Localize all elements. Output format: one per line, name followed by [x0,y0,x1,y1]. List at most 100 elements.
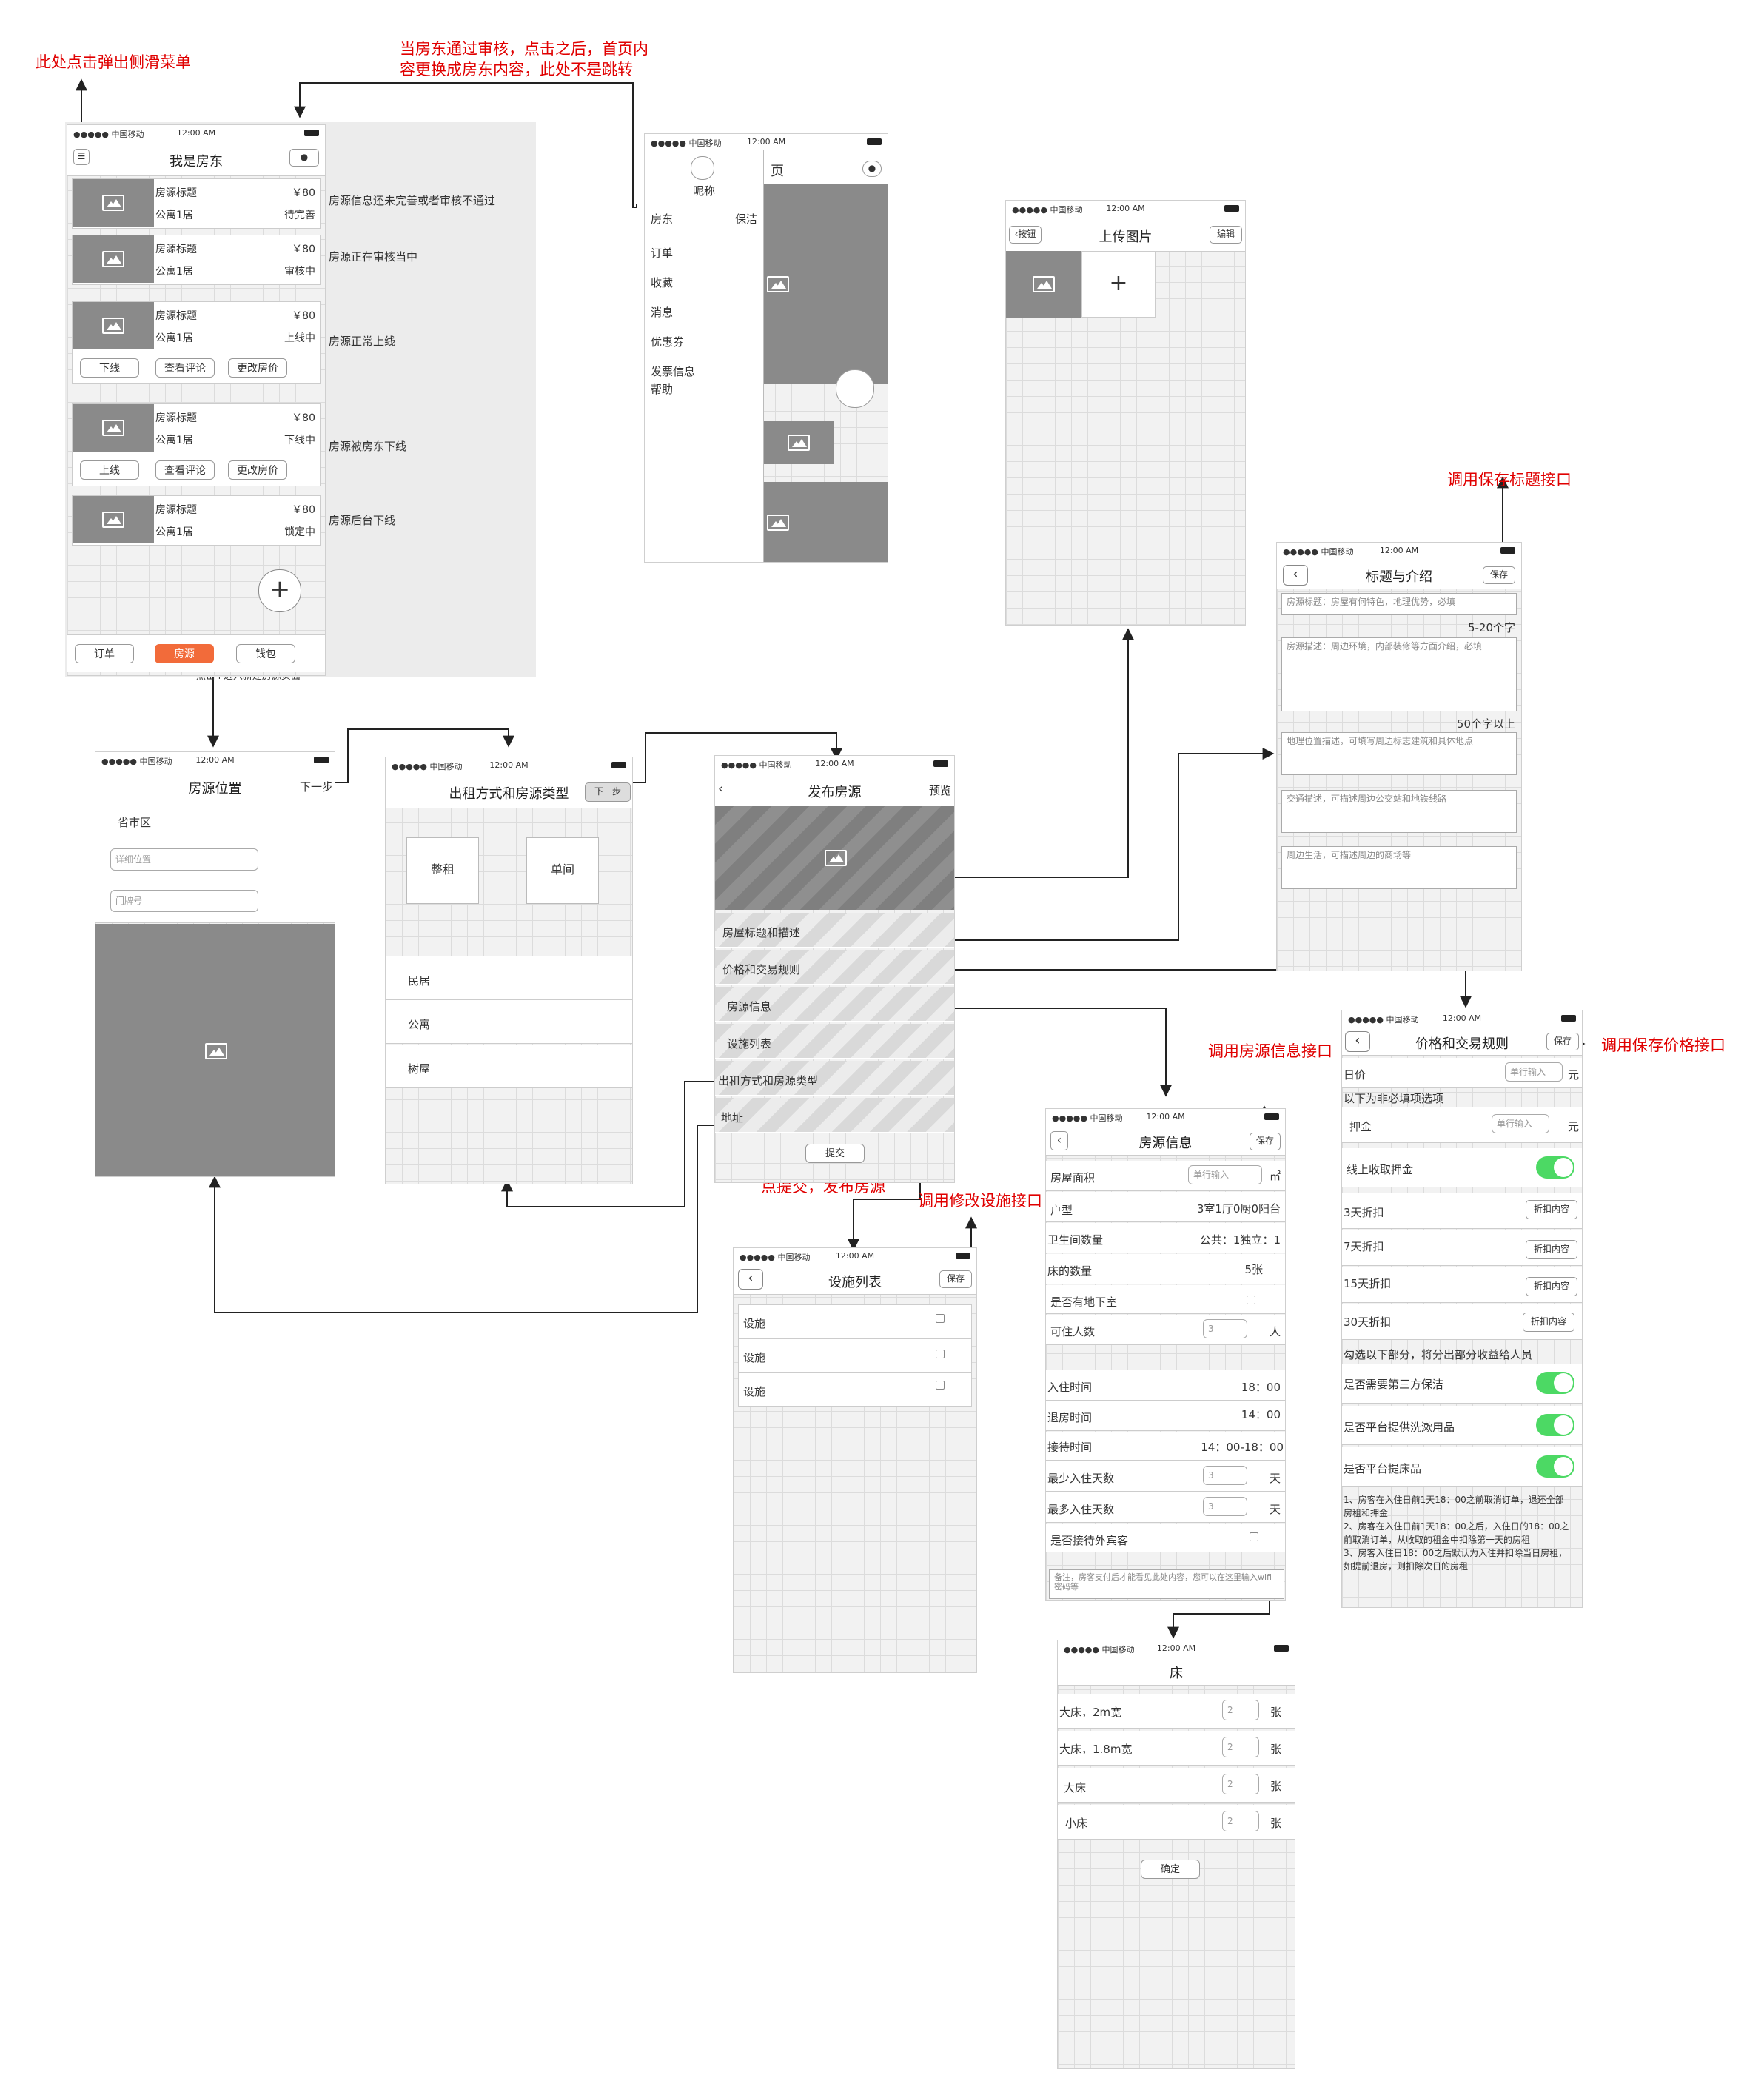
reviews-button[interactable]: 查看评论 [155,358,215,378]
rule-line: 3、房客入住日18：00之后默认为入住并扣除当日房租， [1344,1548,1568,1558]
tab-houses[interactable]: 房源 [155,644,214,663]
single-room-option[interactable]: 单间 [526,837,599,904]
title-input[interactable]: 房源标题：房屋有何特色，地理优势，必填 [1281,593,1517,615]
online-deposit-toggle[interactable] [1536,1156,1574,1179]
menu-landlord[interactable]: 房东 [651,212,674,226]
message-icon[interactable]: ● [289,149,319,167]
third-clean-toggle[interactable] [1536,1372,1574,1394]
platform-bed-toggle[interactable] [1536,1455,1574,1478]
menu-item-messages[interactable]: 消息 [651,306,674,319]
online-button[interactable]: 上线 [80,460,139,480]
layout-row[interactable]: 户型 3室1厅0厨0阳台 [1046,1192,1285,1222]
preview-button[interactable]: 预览 [928,784,951,797]
type-row[interactable]: 公寓 [386,1000,632,1044]
list-item[interactable]: 房源标题 ￥80 公寓1居 上线中 下线 查看评论 更改房价 [72,301,321,384]
tab-wallet[interactable]: 钱包 [236,644,295,663]
type-row[interactable]: 民居 [386,956,632,1000]
back-button[interactable]: ‹ [1050,1131,1068,1150]
menu-item-invoice[interactable]: 发票信息 [651,365,696,378]
menu-item-orders[interactable]: 订单 [651,247,674,260]
status-time: 12:00 AM [1146,1112,1185,1122]
traffic-input[interactable]: 交通描述，可描述周边公交站和地铁线路 [1281,790,1517,833]
change-price-button[interactable]: 更改房价 [228,460,287,480]
back-button[interactable]: ‹ [1345,1031,1370,1052]
facility-checkbox[interactable] [936,1381,945,1390]
menu-item-favorites[interactable]: 收藏 [651,276,674,289]
discount-button[interactable]: 折扣内容 [1526,1240,1577,1259]
edit-button[interactable]: 编辑 [1210,226,1242,244]
confirm-button[interactable]: 确定 [1141,1860,1200,1879]
discount-button[interactable]: 折扣内容 [1526,1277,1577,1296]
back-button[interactable]: ‹按钮 [1009,226,1042,244]
submit-button[interactable]: 提交 [805,1144,865,1163]
menu-item-help[interactable]: 帮助 [651,383,674,396]
publish-item-facility[interactable]: 设施列表 [715,1024,954,1059]
description-input[interactable]: 房源描述：周边环境，内部装修等方面介绍，必填 [1281,637,1517,711]
cover-image[interactable] [715,806,954,910]
menu-cleaning[interactable]: 保洁 [734,212,757,226]
bed-qty-input[interactable]: 2 [1222,1811,1259,1831]
bath-row[interactable]: 卫生间数量 公共：1独立：1 [1046,1223,1285,1253]
menu-icon[interactable]: ☰ [73,149,90,165]
list-item[interactable]: 房源标题 ￥80 公寓1居 待完善 [72,178,321,229]
bed-qty-input[interactable]: 2 [1222,1737,1259,1757]
type-row[interactable]: 树屋 [386,1045,632,1088]
save-button[interactable]: 保存 [1250,1133,1281,1150]
tab-orders[interactable]: 订单 [75,644,134,663]
publish-item-type[interactable]: 出租方式和房源类型 [715,1061,954,1096]
day-price-input[interactable]: 单行输入 [1505,1062,1563,1082]
item-name: 房源标题 [155,187,197,199]
back-icon[interactable]: ‹ [718,781,724,797]
facility-checkbox[interactable] [936,1314,945,1323]
discount-button[interactable]: 折扣内容 [1523,1313,1574,1332]
publish-item-info[interactable]: 房源信息 [715,987,954,1022]
publish-item-address[interactable]: 地址 [715,1098,954,1133]
list-item[interactable]: 房源标题 ￥80 公寓1居 锁定中 [72,495,321,546]
add-image-button[interactable]: + [1081,251,1156,318]
publish-item-price[interactable]: 价格和交易规则 [715,950,954,985]
whole-rent-option[interactable]: 整租 [406,837,479,904]
deposit-input[interactable]: 单行输入 [1492,1114,1549,1133]
life-input[interactable]: 周边生活，可描述周边的商场等 [1281,846,1517,889]
guests-input[interactable]: 3 [1203,1319,1247,1338]
facility-checkbox[interactable] [936,1350,945,1358]
max-days-input[interactable]: 3 [1203,1497,1247,1516]
reviews-button[interactable]: 查看评论 [155,460,215,480]
save-button[interactable]: 保存 [939,1270,972,1288]
discount-button[interactable]: 折扣内容 [1526,1200,1577,1219]
publish-item-title[interactable]: 房屋标题和描述 [715,913,954,948]
area-input[interactable]: 单行输入 [1188,1165,1262,1184]
list-item[interactable]: 房源标题 ￥80 公寓1居 下线中 上线 查看评论 更改房价 [72,403,321,486]
min-days-input[interactable]: 3 [1203,1466,1247,1485]
platform-wash-toggle[interactable] [1536,1414,1574,1436]
add-house-button[interactable]: + [258,569,301,612]
foreign-checkbox[interactable] [1250,1532,1258,1541]
detail-address-input[interactable]: 详细位置 [110,848,258,871]
checkin-row[interactable]: 入住时间 18：00 [1046,1370,1285,1401]
reception-label: 接待时间 [1047,1441,1093,1454]
beds-row[interactable]: 床的数量 5张 [1046,1254,1285,1284]
region-row[interactable]: 省市区 [95,802,335,842]
door-number-input[interactable]: 门牌号 [110,890,258,912]
back-button[interactable]: ‹ [738,1269,763,1290]
bath-label: 卫生间数量 [1047,1233,1104,1247]
remark-input[interactable]: 备注，房客支付后才能看见此处内容，您可以在这里输入wifi密码等 [1049,1569,1284,1599]
checkout-row[interactable]: 退房时间 14：00 [1046,1401,1285,1431]
menu-item-coupons[interactable]: 优惠券 [651,335,685,349]
basement-checkbox[interactable] [1247,1296,1255,1304]
note-item-3: 房源正常上线 [329,335,396,348]
battery-icon [314,757,329,763]
back-button[interactable]: ‹ [1283,565,1308,586]
bed-qty-input[interactable]: 2 [1222,1774,1259,1794]
next-button[interactable]: 下一步 [299,780,333,794]
list-item[interactable]: 房源标题 ￥80 公寓1居 审核中 [72,235,321,285]
message-icon[interactable]: ● [862,161,882,177]
change-price-button[interactable]: 更改房价 [228,358,287,378]
next-button[interactable]: 下一步 [585,782,631,802]
offline-button[interactable]: 下线 [80,358,139,378]
save-button[interactable]: 保存 [1546,1033,1579,1050]
bed-qty-input[interactable]: 2 [1222,1700,1259,1720]
save-button[interactable]: 保存 [1483,566,1515,584]
reception-row[interactable]: 接待时间 14：00-18：00 [1046,1432,1285,1461]
geo-input[interactable]: 地理位置描述，可填写周边标志建筑和具体地点 [1281,732,1517,775]
